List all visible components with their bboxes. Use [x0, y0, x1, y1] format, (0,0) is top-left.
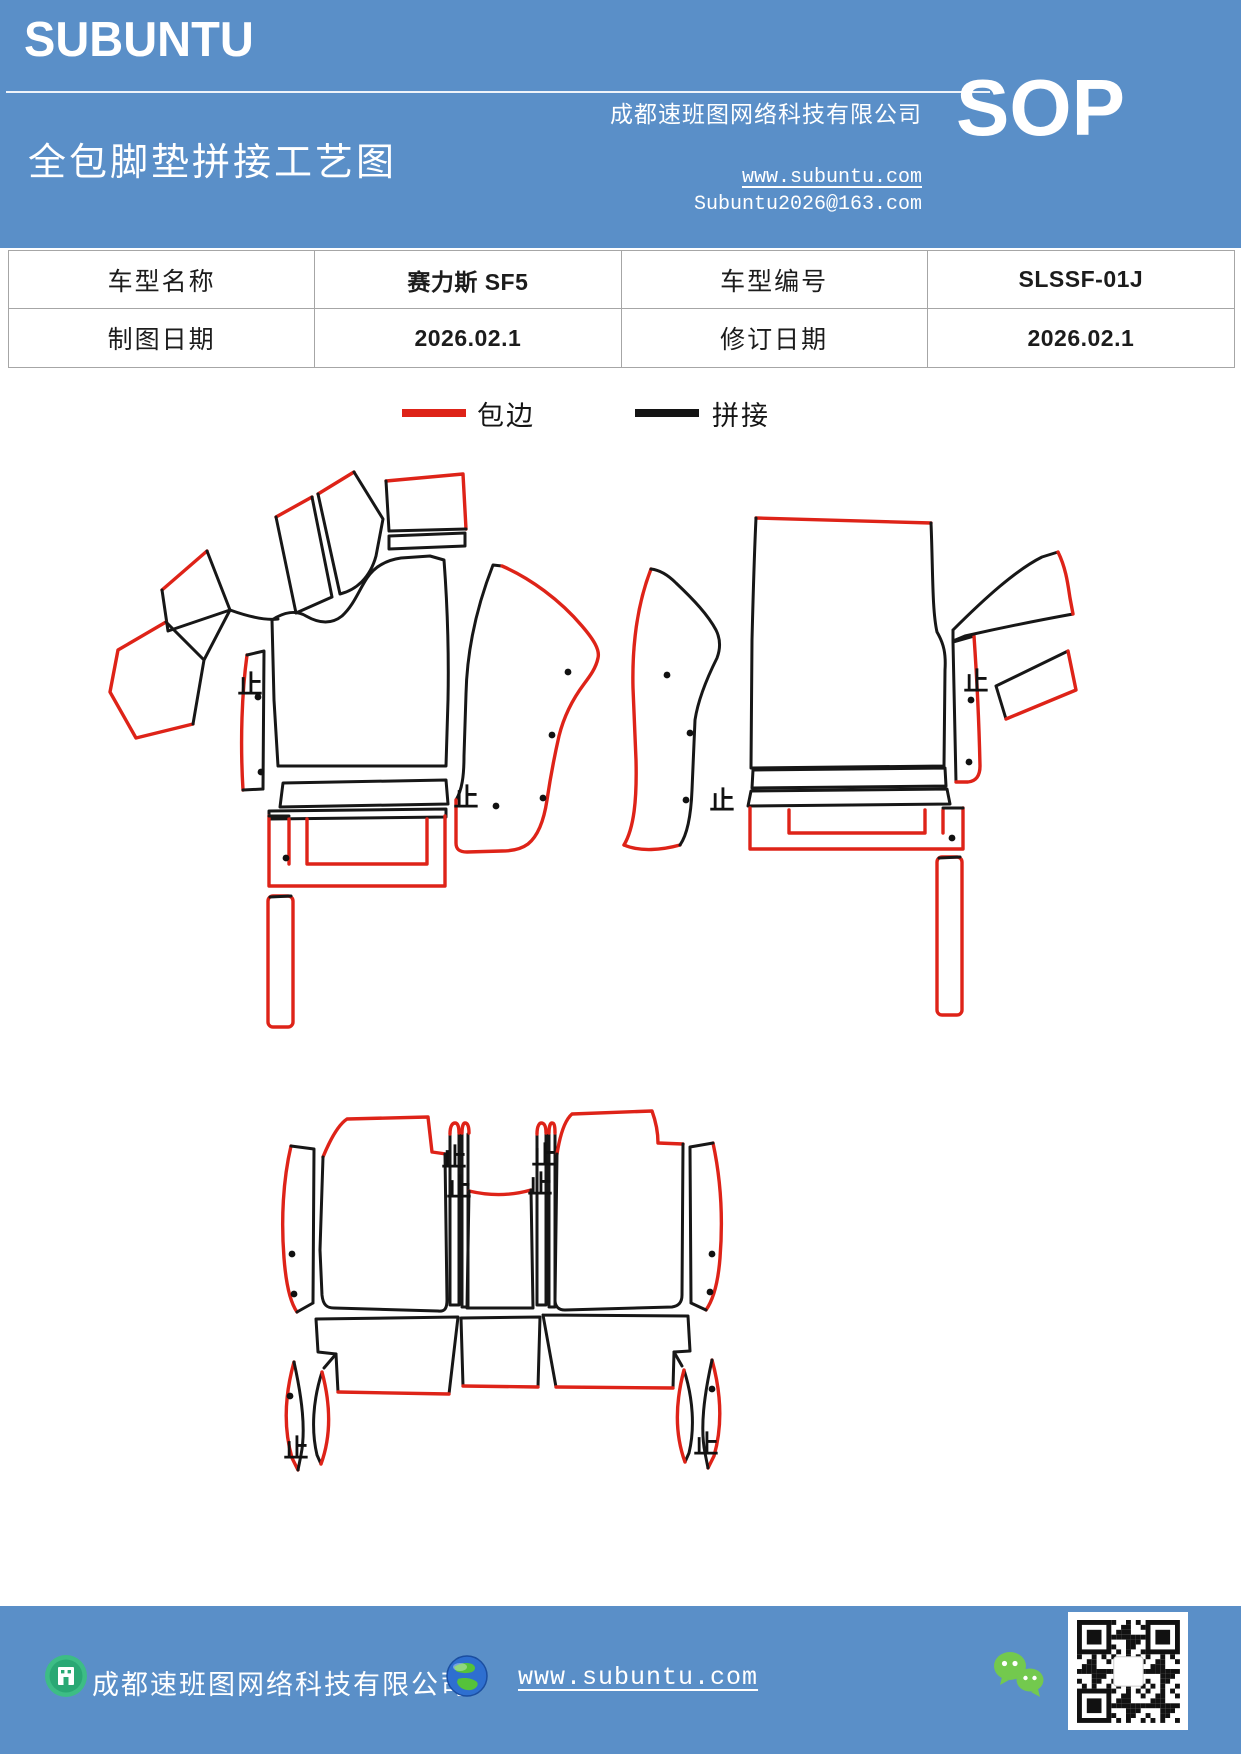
legend-edge-binding-swatch — [402, 409, 466, 417]
header-divider-line — [6, 91, 990, 93]
legend-seam-label: 拼接 — [712, 401, 770, 431]
rear-mats-drawing — [280, 1109, 724, 1472]
legend-seam-swatch — [635, 409, 699, 417]
wechat-qr-code — [1068, 1612, 1188, 1730]
label-draw-date: 制图日期 — [9, 309, 316, 367]
stop-mark: 止 — [283, 1435, 308, 1463]
stop-mark: 止 — [531, 1142, 556, 1170]
stop-mark: 止 — [709, 787, 734, 815]
label-model-code: 车型编号 — [621, 251, 928, 309]
value-model-code: SLSSF-01J — [927, 251, 1234, 309]
brand-logo: SUBUNTU — [24, 11, 254, 67]
value-model-name: 赛力斯 SF5 — [315, 251, 622, 309]
stop-mark: 止 — [693, 1431, 718, 1459]
legend-edge-binding-label: 包边 — [477, 401, 535, 431]
label-model-name: 车型名称 — [9, 251, 316, 309]
header-company-name: 成都速班图网络科技有限公司 — [610, 102, 922, 127]
stop-mark: 止 — [963, 668, 988, 696]
footer-website-link[interactable]: www.subuntu.com — [518, 1663, 759, 1692]
sop-label: SOP — [956, 63, 1125, 152]
globe-icon — [446, 1655, 488, 1697]
header-website-link[interactable]: www.subuntu.com — [741, 166, 922, 189]
stop-mark: 止 — [441, 1144, 466, 1172]
front-mats-drawing — [108, 470, 1078, 1029]
stop-mark: 止 — [527, 1171, 552, 1199]
company-building-icon — [45, 1655, 87, 1697]
vehicle-info-table: 车型名称 赛力斯 SF5 车型编号 SLSSF-01J 制图日期 2026.02… — [8, 250, 1235, 368]
stop-mark: 止 — [446, 1174, 471, 1202]
header-email: Subuntu2026@163.com — [693, 193, 922, 216]
value-revise-date: 2026.02.1 — [1027, 324, 1135, 351]
label-revise-date: 修订日期 — [622, 309, 928, 367]
document-title: 全包脚垫拼接工艺图 — [28, 142, 398, 184]
footer-company-name: 成都速班图网络科技有限公司 — [92, 1670, 469, 1700]
stop-mark: 止 — [453, 784, 478, 812]
alignment-dots — [254, 668, 975, 1400]
header-banner: SUBUNTU 全包脚垫拼接工艺图 成都速班图网络科技有限公司 SOP www.… — [0, 0, 1241, 248]
wechat-icon — [994, 1652, 1044, 1697]
value-draw-date: 2026.02.1 — [315, 309, 622, 367]
stop-marks: 止 止 止 止 止 止 止 止 止 止 — [237, 668, 988, 1463]
